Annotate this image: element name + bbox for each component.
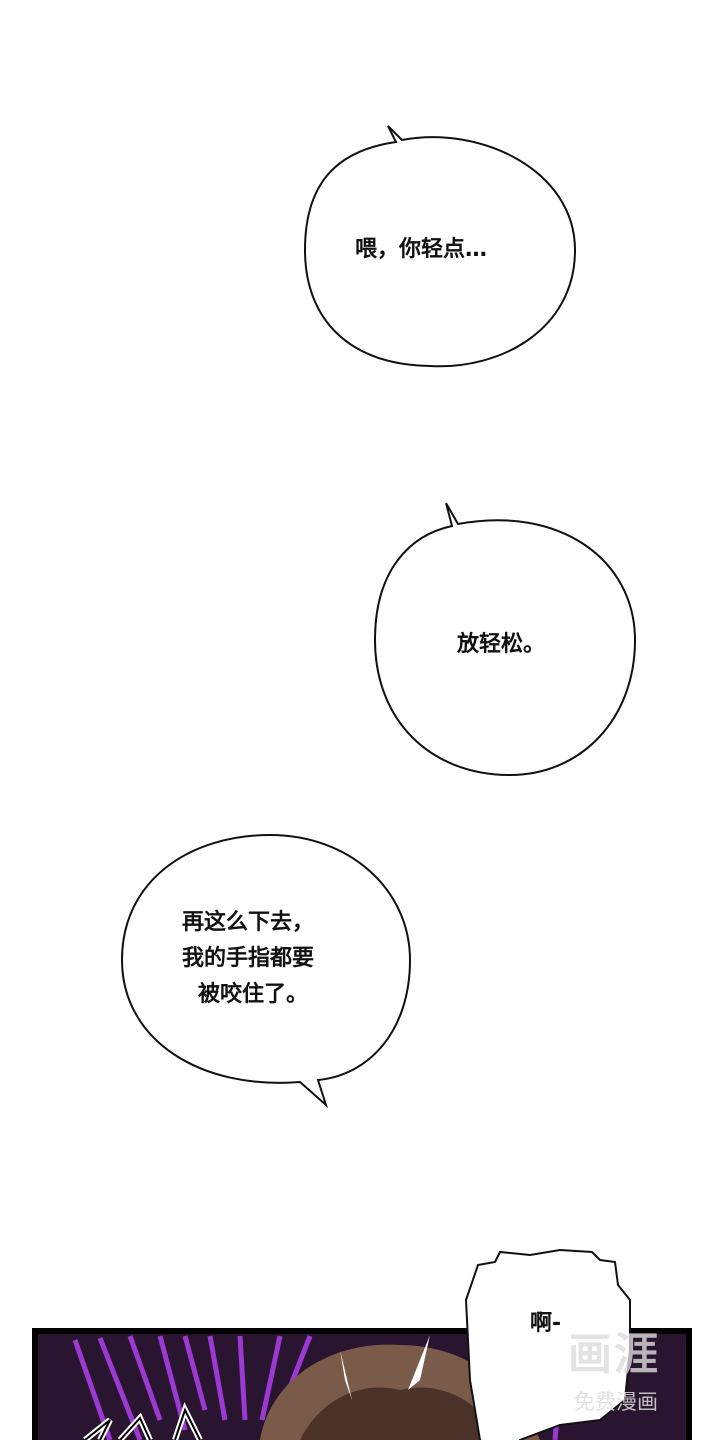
watermark-subtitle: 免费漫画 (574, 1390, 658, 1414)
bubble-3-line-1: 再这么下去， (182, 910, 315, 935)
watermark-logo: 画涯 (568, 1329, 660, 1380)
speech-bubble-3 (120, 833, 412, 1109)
speech-bubble-1 (303, 125, 577, 368)
speech-bubble-2 (373, 502, 637, 777)
bubble-2-text: 放轻松。 (457, 632, 546, 657)
bubble-1-text: 喂，你轻点… (355, 237, 488, 262)
speech-bubble-4 (464, 1248, 631, 1440)
bubble-3-line-2: 我的手指都要 (182, 946, 315, 971)
bubble-4-text: 啊- (530, 1311, 562, 1336)
bubble-3-line-3: 被咬住了。 (198, 982, 309, 1007)
